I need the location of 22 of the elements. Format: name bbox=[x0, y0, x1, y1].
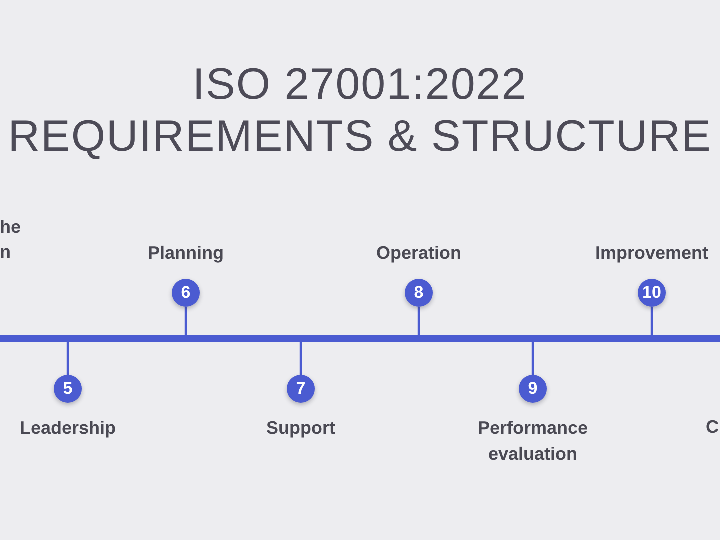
step-number: 8 bbox=[414, 283, 424, 303]
stem-line bbox=[532, 342, 534, 375]
step-number: 6 bbox=[181, 283, 191, 303]
title: ISO 27001:2022 REQUIREMENTS & STRUCTURE bbox=[8, 59, 712, 163]
step-number: 7 bbox=[296, 379, 306, 399]
step-label: he n bbox=[0, 216, 22, 264]
step-number: 9 bbox=[528, 379, 538, 399]
step-label: Improvement bbox=[595, 242, 709, 265]
step-label: Leadership bbox=[20, 417, 116, 440]
step-label: Support bbox=[266, 417, 336, 440]
step-number: 5 bbox=[63, 379, 73, 399]
step-label: Operation bbox=[376, 242, 462, 265]
stem-line bbox=[184, 307, 188, 335]
stem-line bbox=[650, 307, 654, 335]
timeline-bar bbox=[0, 335, 720, 342]
stem-line bbox=[300, 342, 302, 375]
step-label: C bbox=[706, 416, 719, 439]
stem-line bbox=[418, 307, 420, 335]
step-number: 10 bbox=[642, 283, 662, 303]
step-label: Planning bbox=[148, 242, 224, 265]
step-label: Performance evaluation bbox=[478, 417, 588, 466]
stem-line bbox=[66, 342, 70, 375]
